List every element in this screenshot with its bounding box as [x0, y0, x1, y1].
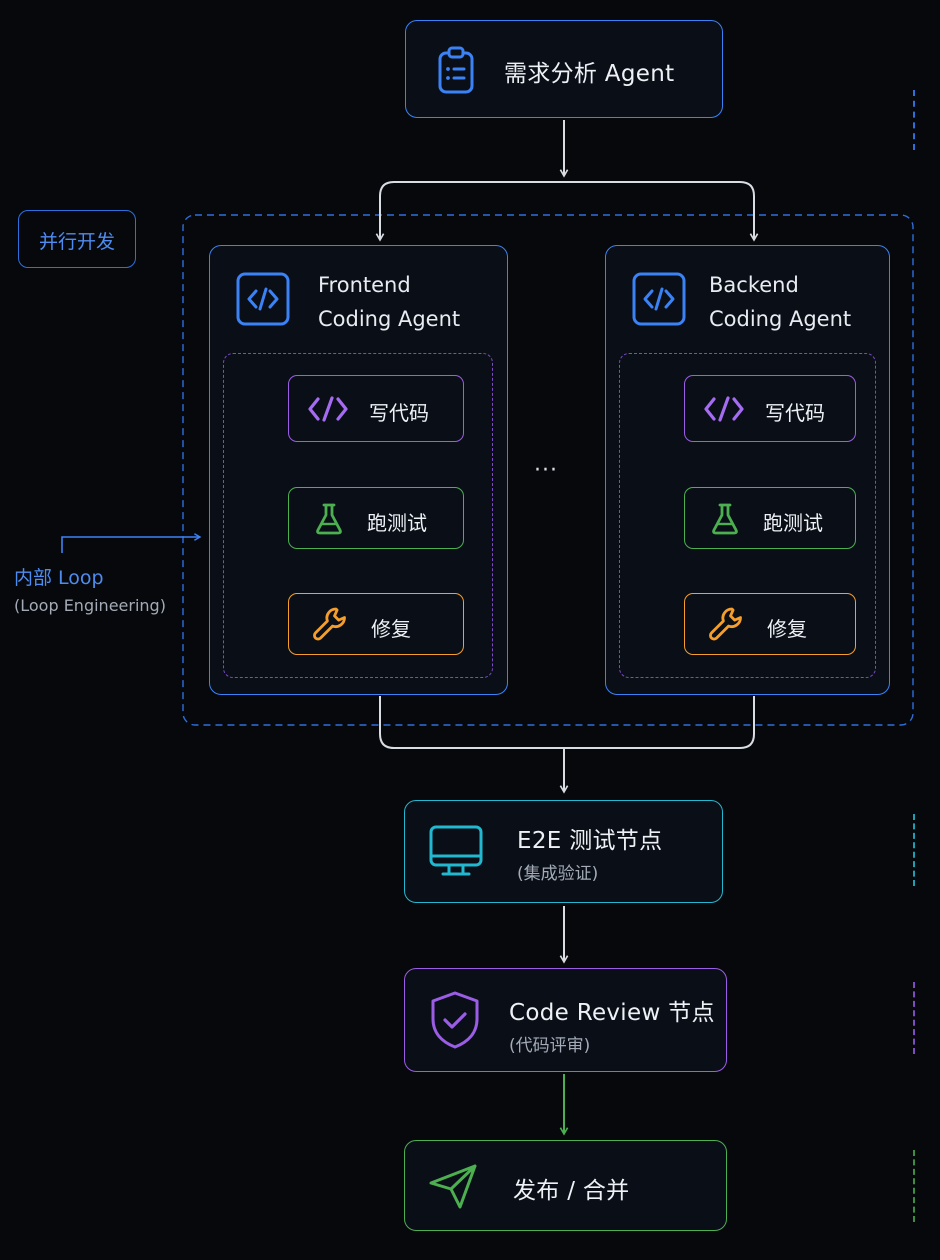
- edge-marker-purple: [913, 982, 915, 1054]
- parallel-dev-label: 并行开发: [39, 231, 116, 253]
- requirement-node: 需求分析 Agent: [405, 20, 723, 118]
- be-step-write-code-label: 写代码: [765, 401, 825, 425]
- backend-agent-title: Backend Coding Agent: [709, 268, 851, 336]
- release-merge-node: 发布 / 合并: [404, 1140, 727, 1231]
- wrench-icon: [709, 607, 742, 641]
- frontend-agent-title-line2: Coding Agent: [318, 307, 461, 331]
- be-step-run-tests-label: 跑测试: [763, 511, 823, 535]
- inner-loop-label: 内部 Loop: [14, 567, 104, 589]
- code-brackets-icon: [704, 396, 744, 422]
- release-node-title: 发布 / 合并: [513, 1178, 630, 1204]
- backend-agent-title-line2: Coding Agent: [709, 307, 852, 331]
- fe-step-write-code: 写代码: [288, 375, 464, 442]
- requirement-node-title: 需求分析 Agent: [504, 61, 675, 87]
- fe-step-run-tests-label: 跑测试: [367, 511, 427, 535]
- code-review-node: Code Review 节点 (代码评审): [404, 968, 727, 1072]
- inner-loop-pointer: [61, 533, 202, 553]
- e2e-node-title: E2E 测试节点: [517, 828, 663, 854]
- be-step-fix-label: 修复: [767, 617, 807, 641]
- backend-inner-loop-frame: [619, 353, 876, 678]
- e2e-test-node: E2E 测试节点 (集成验证): [404, 800, 723, 903]
- fe-step-fix-label: 修复: [371, 617, 411, 641]
- e2e-node-subtitle: (集成验证): [517, 864, 599, 884]
- be-step-write-code: 写代码: [684, 375, 856, 442]
- code-review-node-title: Code Review 节点: [509, 1000, 715, 1026]
- code-review-node-subtitle: (代码评审): [509, 1036, 591, 1056]
- frontend-inner-loop-frame: [223, 353, 493, 678]
- inner-loop-sublabel: (Loop Engineering): [14, 596, 166, 615]
- code-icon: [632, 272, 686, 326]
- code-icon: [236, 272, 290, 326]
- code-brackets-icon: [308, 396, 348, 422]
- shield-check-icon: [431, 991, 479, 1049]
- fe-step-run-tests: 跑测试: [288, 487, 464, 549]
- wrench-icon: [313, 607, 346, 641]
- frontend-agent-title: Frontend Coding Agent: [318, 268, 460, 336]
- fe-step-fix: 修复: [288, 593, 464, 655]
- more-agents-ellipsis: ···: [534, 458, 558, 483]
- parallel-group-frame: [182, 214, 914, 726]
- edge-marker-green: [913, 1150, 915, 1222]
- monitor-icon: [429, 825, 483, 876]
- backend-agent-title-line1: Backend: [709, 273, 799, 297]
- frontend-agent-title-line1: Frontend: [318, 273, 411, 297]
- connector-split: [375, 181, 759, 242]
- flask-icon: [712, 503, 738, 535]
- connector-merge: [379, 696, 755, 749]
- clipboard-list-icon: [438, 46, 474, 94]
- flask-icon: [316, 503, 342, 535]
- be-step-run-tests: 跑测试: [684, 487, 856, 549]
- edge-marker-blue: [913, 90, 915, 150]
- edge-marker-cyan: [913, 814, 915, 886]
- parallel-dev-label-box: 并行开发: [18, 210, 136, 268]
- fe-step-write-code-label: 写代码: [369, 401, 429, 425]
- send-icon: [429, 1164, 477, 1209]
- be-step-fix: 修复: [684, 593, 856, 655]
